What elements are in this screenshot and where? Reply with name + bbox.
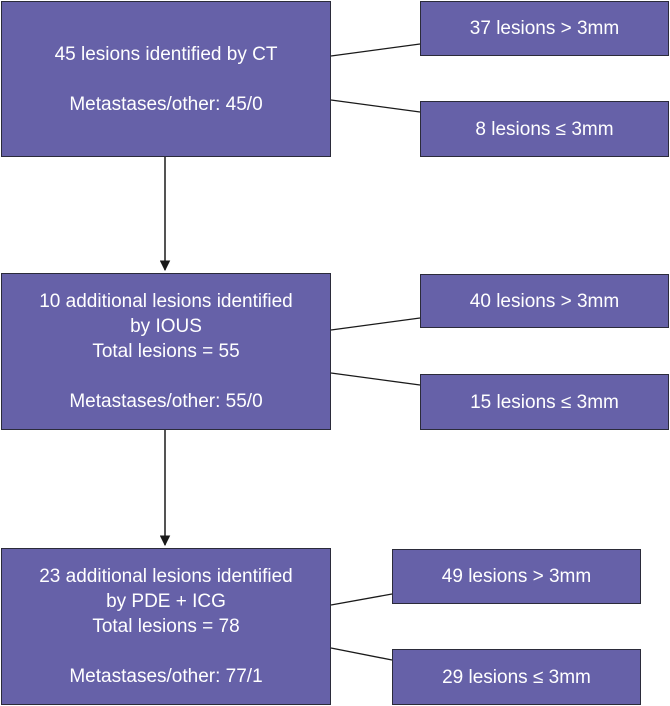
ct-large-lesions-label: 37 lesions > 3mm [469, 18, 620, 39]
ious-stage-line-3: Total lesions = 55 [92, 341, 240, 362]
ious-stage-summary: Metastases/other: 55/0 [69, 391, 263, 412]
pde-stage-line-2: by PDE + ICG [106, 591, 226, 612]
pde-large-lesions-label: 49 lesions > 3mm [441, 566, 592, 587]
pde-stage-box: 23 additional lesions identified by PDE … [1, 548, 331, 705]
pde-stage-summary: Metastases/other: 77/1 [69, 666, 263, 687]
ious-small-lesions-label: 15 lesions ≤ 3mm [470, 391, 619, 413]
pde-stage-line-3: Total lesions = 78 [92, 616, 240, 637]
ct-stage-box: 45 lesions identified by CT Metastases/o… [1, 1, 331, 157]
ious-large-lesions-box: 40 lesions > 3mm [420, 274, 669, 328]
ious-stage-box: 10 additional lesions identified by IOUS… [1, 273, 331, 430]
connector-ct-small [330, 99, 421, 113]
ct-stage-line-1: 45 lesions identified by CT [54, 43, 278, 65]
pde-small-lesions-label: 29 lesions ≤ 3mm [442, 666, 591, 688]
ct-small-lesions-box: 8 lesions ≤ 3mm [420, 101, 669, 157]
connector-pde-small [330, 647, 393, 661]
ct-large-lesions-box: 37 lesions > 3mm [420, 1, 669, 56]
pde-large-lesions-box: 49 lesions > 3mm [392, 549, 641, 604]
connector-ct-large [330, 43, 421, 57]
ious-stage-line-2: by IOUS [130, 316, 202, 337]
ious-stage-line-1: 10 additional lesions identified [39, 291, 293, 312]
ct-stage-summary: Metastases/other: 45/0 [69, 93, 263, 115]
pde-small-lesions-box: 29 lesions ≤ 3mm [392, 649, 641, 705]
ious-large-lesions-label: 40 lesions > 3mm [469, 290, 620, 312]
connector-ious-large [330, 317, 421, 331]
connector-pde-large [330, 593, 393, 606]
ct-small-lesions-label: 8 lesions ≤ 3mm [475, 118, 614, 140]
connector-ious-small [330, 372, 421, 386]
pde-stage-line-1: 23 additional lesions identified [39, 566, 293, 587]
ious-small-lesions-box: 15 lesions ≤ 3mm [420, 374, 669, 430]
